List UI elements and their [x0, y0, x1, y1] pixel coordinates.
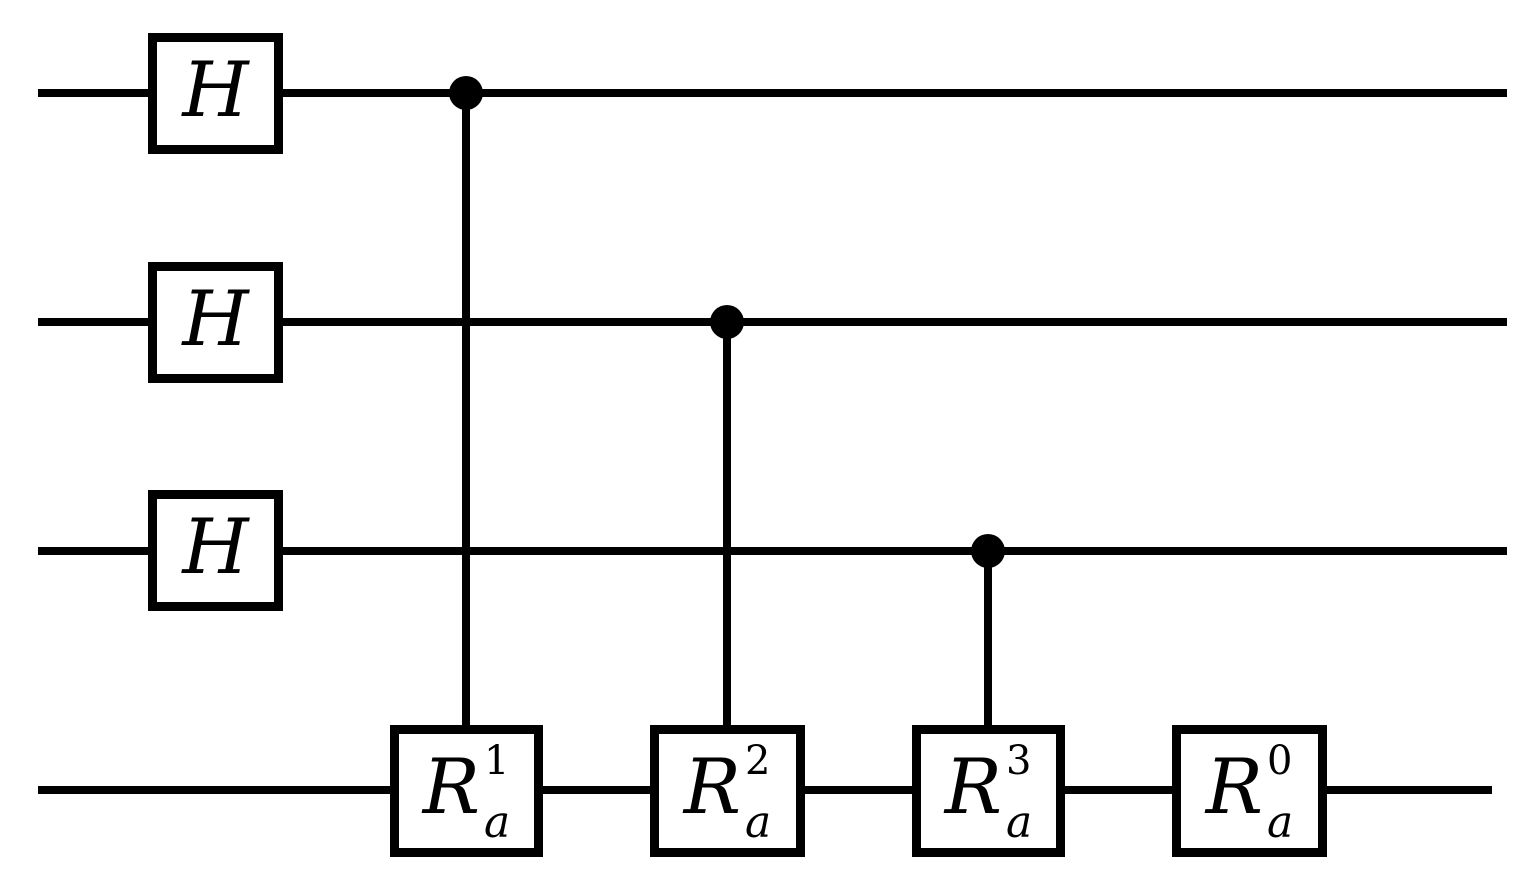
control-line	[984, 551, 992, 727]
control-line	[723, 322, 731, 727]
control-line	[462, 93, 470, 727]
rotation-gate-subscript: a	[745, 797, 772, 848]
rotation-gate-base: R	[683, 742, 741, 831]
rotation-gate-subscript: a	[484, 797, 511, 848]
rotation-gate-superscript: 2	[745, 738, 771, 784]
rotation-gate-superscript: 0	[1267, 738, 1293, 784]
hadamard-gate-label: H	[182, 44, 249, 134]
rotation-gate-base: R	[1205, 742, 1263, 831]
rotation-gate-subscript: a	[1267, 797, 1294, 848]
control-dot	[449, 76, 483, 110]
hadamard-gate-3: H	[148, 490, 283, 611]
rotation-gate-base: R	[422, 742, 480, 831]
hadamard-gate-label: H	[182, 273, 249, 363]
rotation-gate-base: R	[944, 742, 1002, 831]
hadamard-gate-label: H	[182, 501, 249, 591]
rotation-gate-superscript: 3	[1006, 738, 1032, 784]
hadamard-gate-2: H	[148, 262, 283, 383]
control-dot	[710, 305, 744, 339]
control-dot	[971, 534, 1005, 568]
rotation-gate-superscript: 1	[484, 738, 510, 784]
hadamard-gate-1: H	[148, 33, 283, 154]
qubit-wire-1	[38, 89, 1507, 97]
qubit-wire-3	[38, 547, 1507, 555]
rotation-gate-subscript: a	[1006, 797, 1033, 848]
qubit-wire-2	[38, 318, 1507, 326]
